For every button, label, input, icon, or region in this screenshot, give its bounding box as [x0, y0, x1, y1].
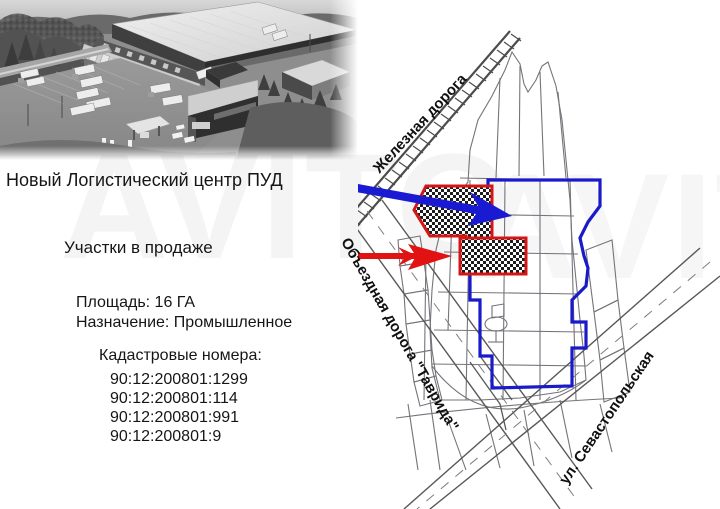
cadastral-number: 90:12:200801:991 — [110, 409, 240, 426]
page-title: Новый Логистический центр ПУД — [6, 170, 283, 190]
purpose-line: Назначение: Промышленное — [76, 314, 293, 331]
cadastral-number: 90:12:200801:114 — [110, 390, 238, 407]
blue-boundary-polygon — [468, 178, 602, 390]
cadastral-numbers-heading: Кадастровые номера: — [99, 347, 262, 364]
plot-lower-hatched — [458, 236, 528, 276]
area-line: Площадь: 16 ГА — [76, 294, 196, 311]
logistics-center-aerial-photo — [0, 0, 358, 160]
aerial-photo-graphic — [0, 0, 358, 160]
cadastral-number: 90:12:200801:1299 — [110, 371, 248, 388]
parcel-grid — [395, 50, 631, 471]
cadastral-numbers-list: 90:12:200801:1299 90:12:200801:114 90:12:2… — [110, 370, 248, 446]
red-arrow-to-plots-for-sale — [358, 244, 452, 270]
plots-for-sale-label: Участки в продаже — [64, 238, 213, 257]
cadastral-number: 90:12:200801:9 — [110, 428, 222, 445]
blue-arrow-to-logistics-center — [358, 184, 512, 226]
